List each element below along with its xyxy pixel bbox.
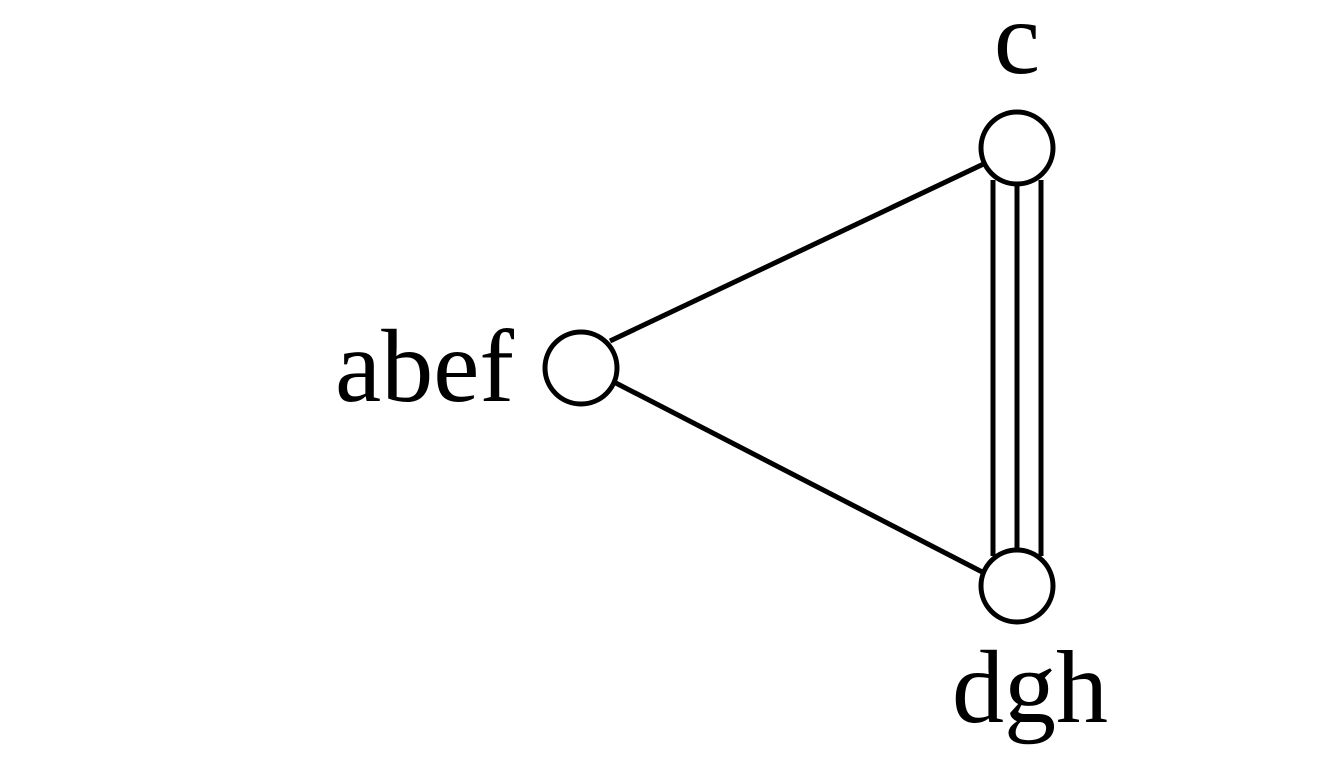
node-c — [978, 109, 1056, 187]
node-dgh — [978, 547, 1056, 625]
edge-abef-dgh — [610, 378, 992, 579]
node-label-dgh: dgh — [952, 630, 1108, 745]
edge-abef-c — [608, 157, 994, 344]
edge-c-dgh-triple — [990, 180, 1044, 556]
node-label-c: c — [994, 0, 1040, 96]
node-abef — [542, 329, 620, 407]
node-label-abef: abef — [335, 309, 514, 424]
